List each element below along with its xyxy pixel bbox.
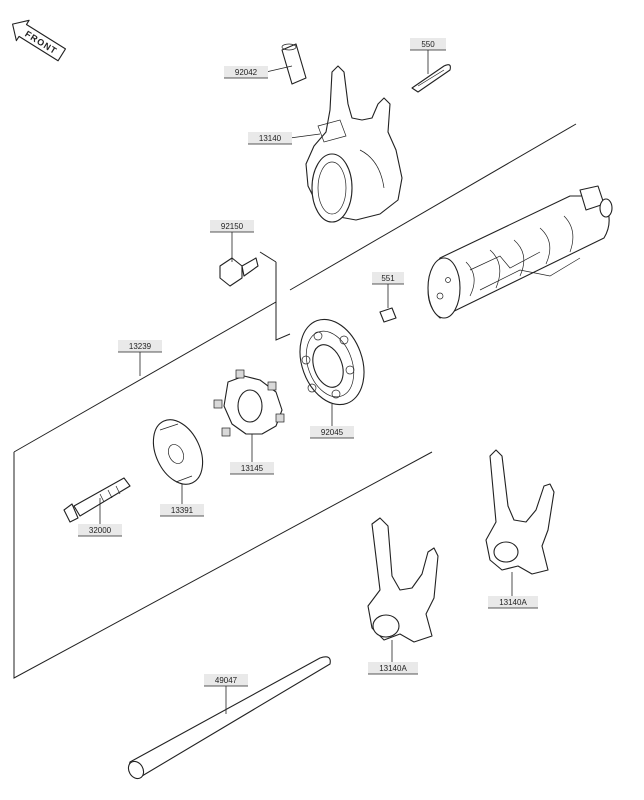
part-label-32000: 32000 bbox=[78, 524, 122, 537]
bolt-92150 bbox=[219, 257, 259, 287]
assembly-frame bbox=[13, 123, 577, 679]
split-pin-550 bbox=[411, 64, 451, 93]
svg-text:551: 551 bbox=[381, 274, 395, 283]
part-label-92045: 92045 bbox=[310, 426, 354, 439]
part-label-49047: 49047 bbox=[204, 674, 248, 687]
shift-fork-13140a-left bbox=[367, 517, 439, 643]
svg-text:32000: 32000 bbox=[89, 526, 112, 535]
svg-text:13145: 13145 bbox=[241, 464, 264, 473]
bolt-32000 bbox=[63, 477, 131, 523]
svg-text:49047: 49047 bbox=[215, 676, 238, 685]
part-label-13145: 13145 bbox=[230, 462, 274, 475]
plate-13391 bbox=[152, 419, 204, 485]
svg-text:92150: 92150 bbox=[221, 222, 244, 231]
part-label-13140: 13140 bbox=[248, 132, 292, 145]
part-label-551: 551 bbox=[372, 272, 404, 285]
part-label-13239: 13239 bbox=[118, 340, 162, 353]
shift-drum bbox=[427, 185, 613, 319]
part-label-550: 550 bbox=[410, 38, 446, 51]
svg-text:550: 550 bbox=[421, 40, 435, 49]
pin-92042 bbox=[281, 43, 307, 85]
shift-rod-49047 bbox=[127, 656, 331, 780]
svg-text:92042: 92042 bbox=[235, 68, 258, 77]
svg-text:13140: 13140 bbox=[259, 134, 282, 143]
part-label-92042: 92042 bbox=[224, 66, 268, 79]
svg-text:92045: 92045 bbox=[321, 428, 344, 437]
front-direction-arrow: FRONT bbox=[12, 19, 67, 62]
shift-fork-13140 bbox=[305, 65, 403, 223]
pin-551 bbox=[379, 307, 397, 323]
part-label-13140a-left: 13140A bbox=[368, 662, 418, 675]
svg-text:13140A: 13140A bbox=[499, 598, 527, 607]
shift-fork-13140a-right bbox=[485, 449, 555, 575]
part-label-13140a-right: 13140A bbox=[488, 596, 538, 609]
bearing-92045 bbox=[299, 318, 365, 406]
svg-text:13140A: 13140A bbox=[379, 664, 407, 673]
leader-lines bbox=[99, 50, 513, 714]
part-label-92150: 92150 bbox=[210, 220, 254, 233]
drum-cam-13145 bbox=[213, 369, 285, 437]
svg-text:13391: 13391 bbox=[171, 506, 194, 515]
part-label-13391: 13391 bbox=[160, 504, 204, 517]
svg-text:13239: 13239 bbox=[129, 342, 152, 351]
